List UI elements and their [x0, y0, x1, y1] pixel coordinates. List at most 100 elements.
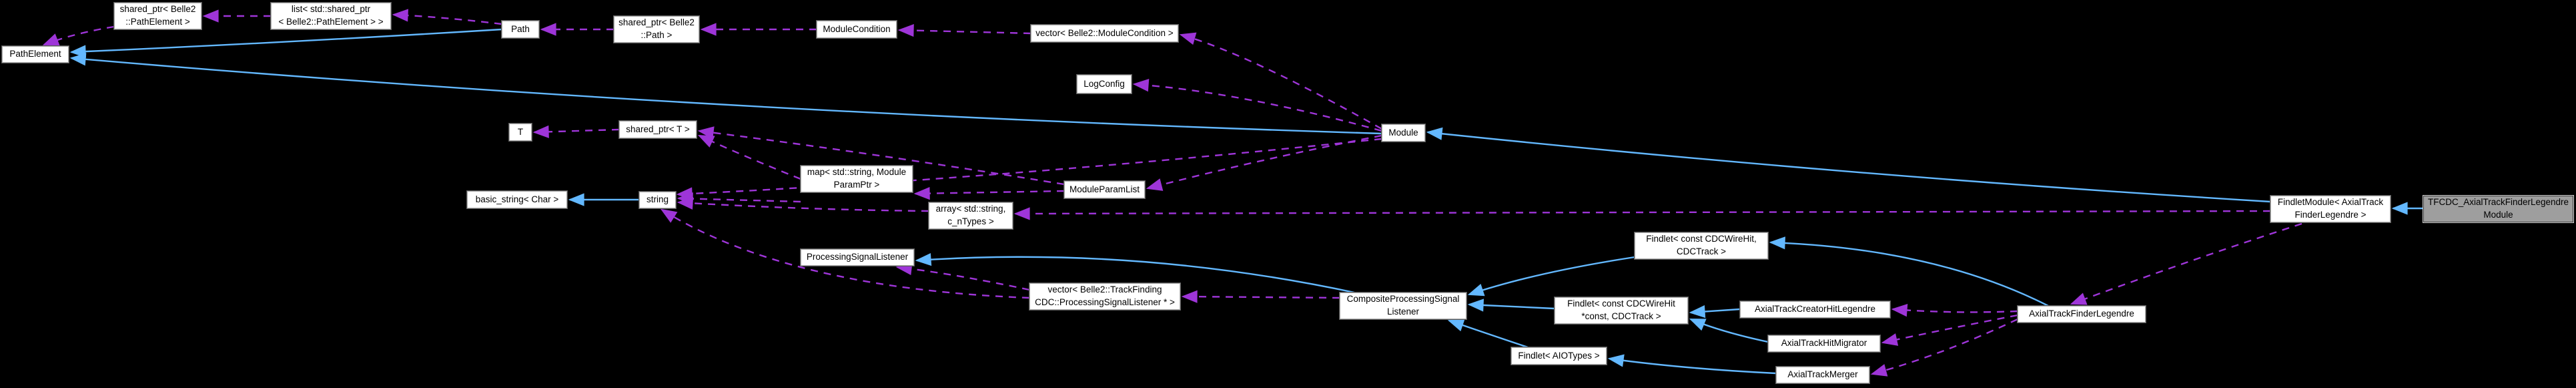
class-node-findlet_aio[interactable]: Findlet< AIOTypes >	[1511, 347, 1607, 365]
edge-path-to-pathelement	[69, 28, 502, 58]
class-node-label: ModuleCondition	[823, 23, 891, 34]
class-node-label: Listener	[1386, 307, 1420, 317]
class-node-label: LogConfig	[1084, 78, 1125, 89]
class-node-findlet_wh[interactable]: Findlet< const CDCWireHit, CDCTrack >	[1634, 232, 1769, 260]
edge-map-to-sp_t	[697, 134, 801, 180]
edge-findletmodule-to-module	[1426, 127, 2271, 203]
class-node-label: shared_ptr< T >	[626, 124, 690, 134]
class-node-label: Path	[511, 23, 530, 34]
class-node-label: ::PathElement >	[125, 17, 190, 27]
class-node-atfl[interactable]: AxialTrackFinderLegendre	[2017, 305, 2146, 323]
edge-merger-to-findlet_aio	[1607, 354, 1777, 375]
class-node-label: AxialTrackMerger	[1787, 369, 1858, 380]
edge-cpsl-to-vec_psl	[1181, 290, 1340, 303]
class-node-label: FindletModule< AxialTrack	[2277, 197, 2384, 208]
class-node-sp_pe[interactable]: shared_ptr< Belle2::PathElement >	[113, 2, 202, 30]
edge-vec_psl-to-psl	[895, 262, 1030, 291]
edge-findlet_wh-to-cpsl	[1467, 256, 1635, 297]
edge-atfl-to-findlet_wh	[1769, 236, 2049, 307]
class-node-label: AxialTrackHitMigrator	[1781, 338, 1867, 349]
class-node-module[interactable]: Module	[1381, 124, 1426, 142]
class-node-label: ModuleParamList	[1069, 184, 1140, 194]
edge-path-to-list_pe	[392, 9, 502, 25]
class-node-creator[interactable]: AxialTrackCreatorHitLegendre	[1739, 301, 1891, 319]
class-node-logconfig[interactable]: LogConfig	[1076, 74, 1132, 94]
class-node-label: list< std::shared_ptr	[291, 4, 371, 15]
class-node-label: CompositeProcessingSignal	[1346, 294, 1460, 305]
class-node-label: ::Path >	[640, 30, 673, 40]
class-node-sp_t[interactable]: shared_ptr< T >	[618, 120, 697, 139]
class-node-label: c_nTypes >	[947, 216, 994, 226]
class-node-sp_path[interactable]: shared_ptr< Belle2::Path >	[613, 15, 700, 43]
class-node-label: string	[646, 194, 669, 205]
class-node-label: vector< Belle2::TrackFinding	[1047, 284, 1162, 295]
edge-mpl-to-map	[913, 187, 1065, 200]
edge-array-to-string	[677, 196, 929, 212]
edge-findlet_whc-to-cpsl	[1467, 299, 1555, 312]
edge-vec_psl-to-string	[660, 208, 1030, 299]
edge-findletmodule-to-atfl	[2070, 222, 2302, 305]
edge-module-to-vec_modcond	[1179, 32, 1382, 130]
class-node-label: Module	[1388, 127, 1418, 138]
class-node-migrator[interactable]: AxialTrackHitMigrator	[1767, 335, 1881, 353]
class-node-label: < Belle2::PathElement > >	[278, 17, 384, 27]
edge-group	[42, 9, 2423, 377]
edge-module-to-pathelement	[69, 53, 1382, 135]
edge-module-to-mpl	[1146, 134, 1382, 191]
edge-sp_t-to-t	[532, 125, 620, 138]
edge-atfl-to-merger	[1870, 318, 2018, 377]
edge-sp_pe-to-pathelement	[42, 25, 115, 46]
class-node-modcond[interactable]: ModuleCondition	[816, 20, 897, 39]
class-node-label: Findlet< const CDCWireHit,	[1646, 234, 1757, 244]
class-node-merger[interactable]: AxialTrackMerger	[1775, 366, 1870, 384]
class-node-label: Findlet< AIOTypes >	[1518, 350, 1600, 361]
class-node-psl[interactable]: ProcessingSignalListener	[800, 248, 915, 266]
class-node-label: Module	[2483, 210, 2513, 220]
class-node-label: AxialTrackCreatorHitLegendre	[1754, 304, 1876, 315]
edge-vec_modcond-to-modcond	[897, 23, 1031, 37]
class-node-label: AxialTrackFinderLegendre	[2029, 309, 2134, 319]
class-node-vec_modcond[interactable]: vector< Belle2::ModuleCondition >	[1030, 24, 1179, 43]
edge-map-to-string	[677, 192, 801, 206]
class-node-label: T	[517, 126, 524, 137]
class-node-label: *const, CDCTrack >	[1581, 311, 1661, 321]
edge-atfl-to-creator	[1891, 304, 2018, 317]
edge-creator-to-findlet_whc	[1689, 305, 1741, 319]
edge-atfl-to-migrator	[1881, 314, 2018, 346]
class-node-label: vector< Belle2::ModuleCondition >	[1035, 27, 1174, 38]
class-node-pathelement[interactable]: PathElement	[1, 45, 69, 63]
class-node-string[interactable]: string	[638, 191, 677, 209]
edge-module-to-logconfig	[1132, 79, 1382, 132]
class-node-basicstring[interactable]: basic_string< Char >	[466, 190, 568, 209]
class-node-label: ParamPtr >	[833, 180, 880, 190]
class-node-label: FinderLegendre >	[2294, 210, 2367, 220]
class-node-label: Findlet< const CDCWireHit	[1567, 299, 1675, 309]
class-node-t[interactable]: T	[508, 123, 532, 142]
class-node-label: CDCTrack >	[1676, 246, 1727, 256]
edge-mpl-to-sp_t	[697, 126, 1065, 186]
class-node-path[interactable]: Path	[501, 20, 540, 39]
edge-module-to-string	[676, 138, 1382, 200]
class-node-label: map< std::string, Module	[807, 167, 907, 178]
class-node-array[interactable]: array< std::string,c_nTypes >	[928, 202, 1013, 230]
edge-findletmodule-to-array	[1013, 207, 2271, 220]
class-node-label: basic_string< Char >	[475, 194, 559, 204]
class-node-mpl[interactable]: ModuleParamList	[1063, 180, 1146, 199]
class-node-label: shared_ptr< Belle2	[119, 4, 196, 15]
class-node-label: CDC::ProcessingSignalListener * >	[1035, 297, 1175, 307]
class-node-findlet_whc[interactable]: Findlet< const CDCWireHit *const, CDCTrac…	[1554, 297, 1689, 325]
class-node-label: PathElement	[9, 49, 61, 59]
class-node-label: ProcessingSignalListener	[806, 252, 909, 262]
class-node-label: shared_ptr< Belle2	[618, 17, 695, 28]
class-node-label: array< std::string,	[935, 204, 1006, 214]
edge-cpsl-to-psl	[915, 252, 1355, 294]
class-node-list_pe[interactable]: list< std::shared_ptr< Belle2::PathEleme…	[270, 2, 392, 30]
edge-migrator-to-findlet_whc	[1689, 318, 1769, 343]
